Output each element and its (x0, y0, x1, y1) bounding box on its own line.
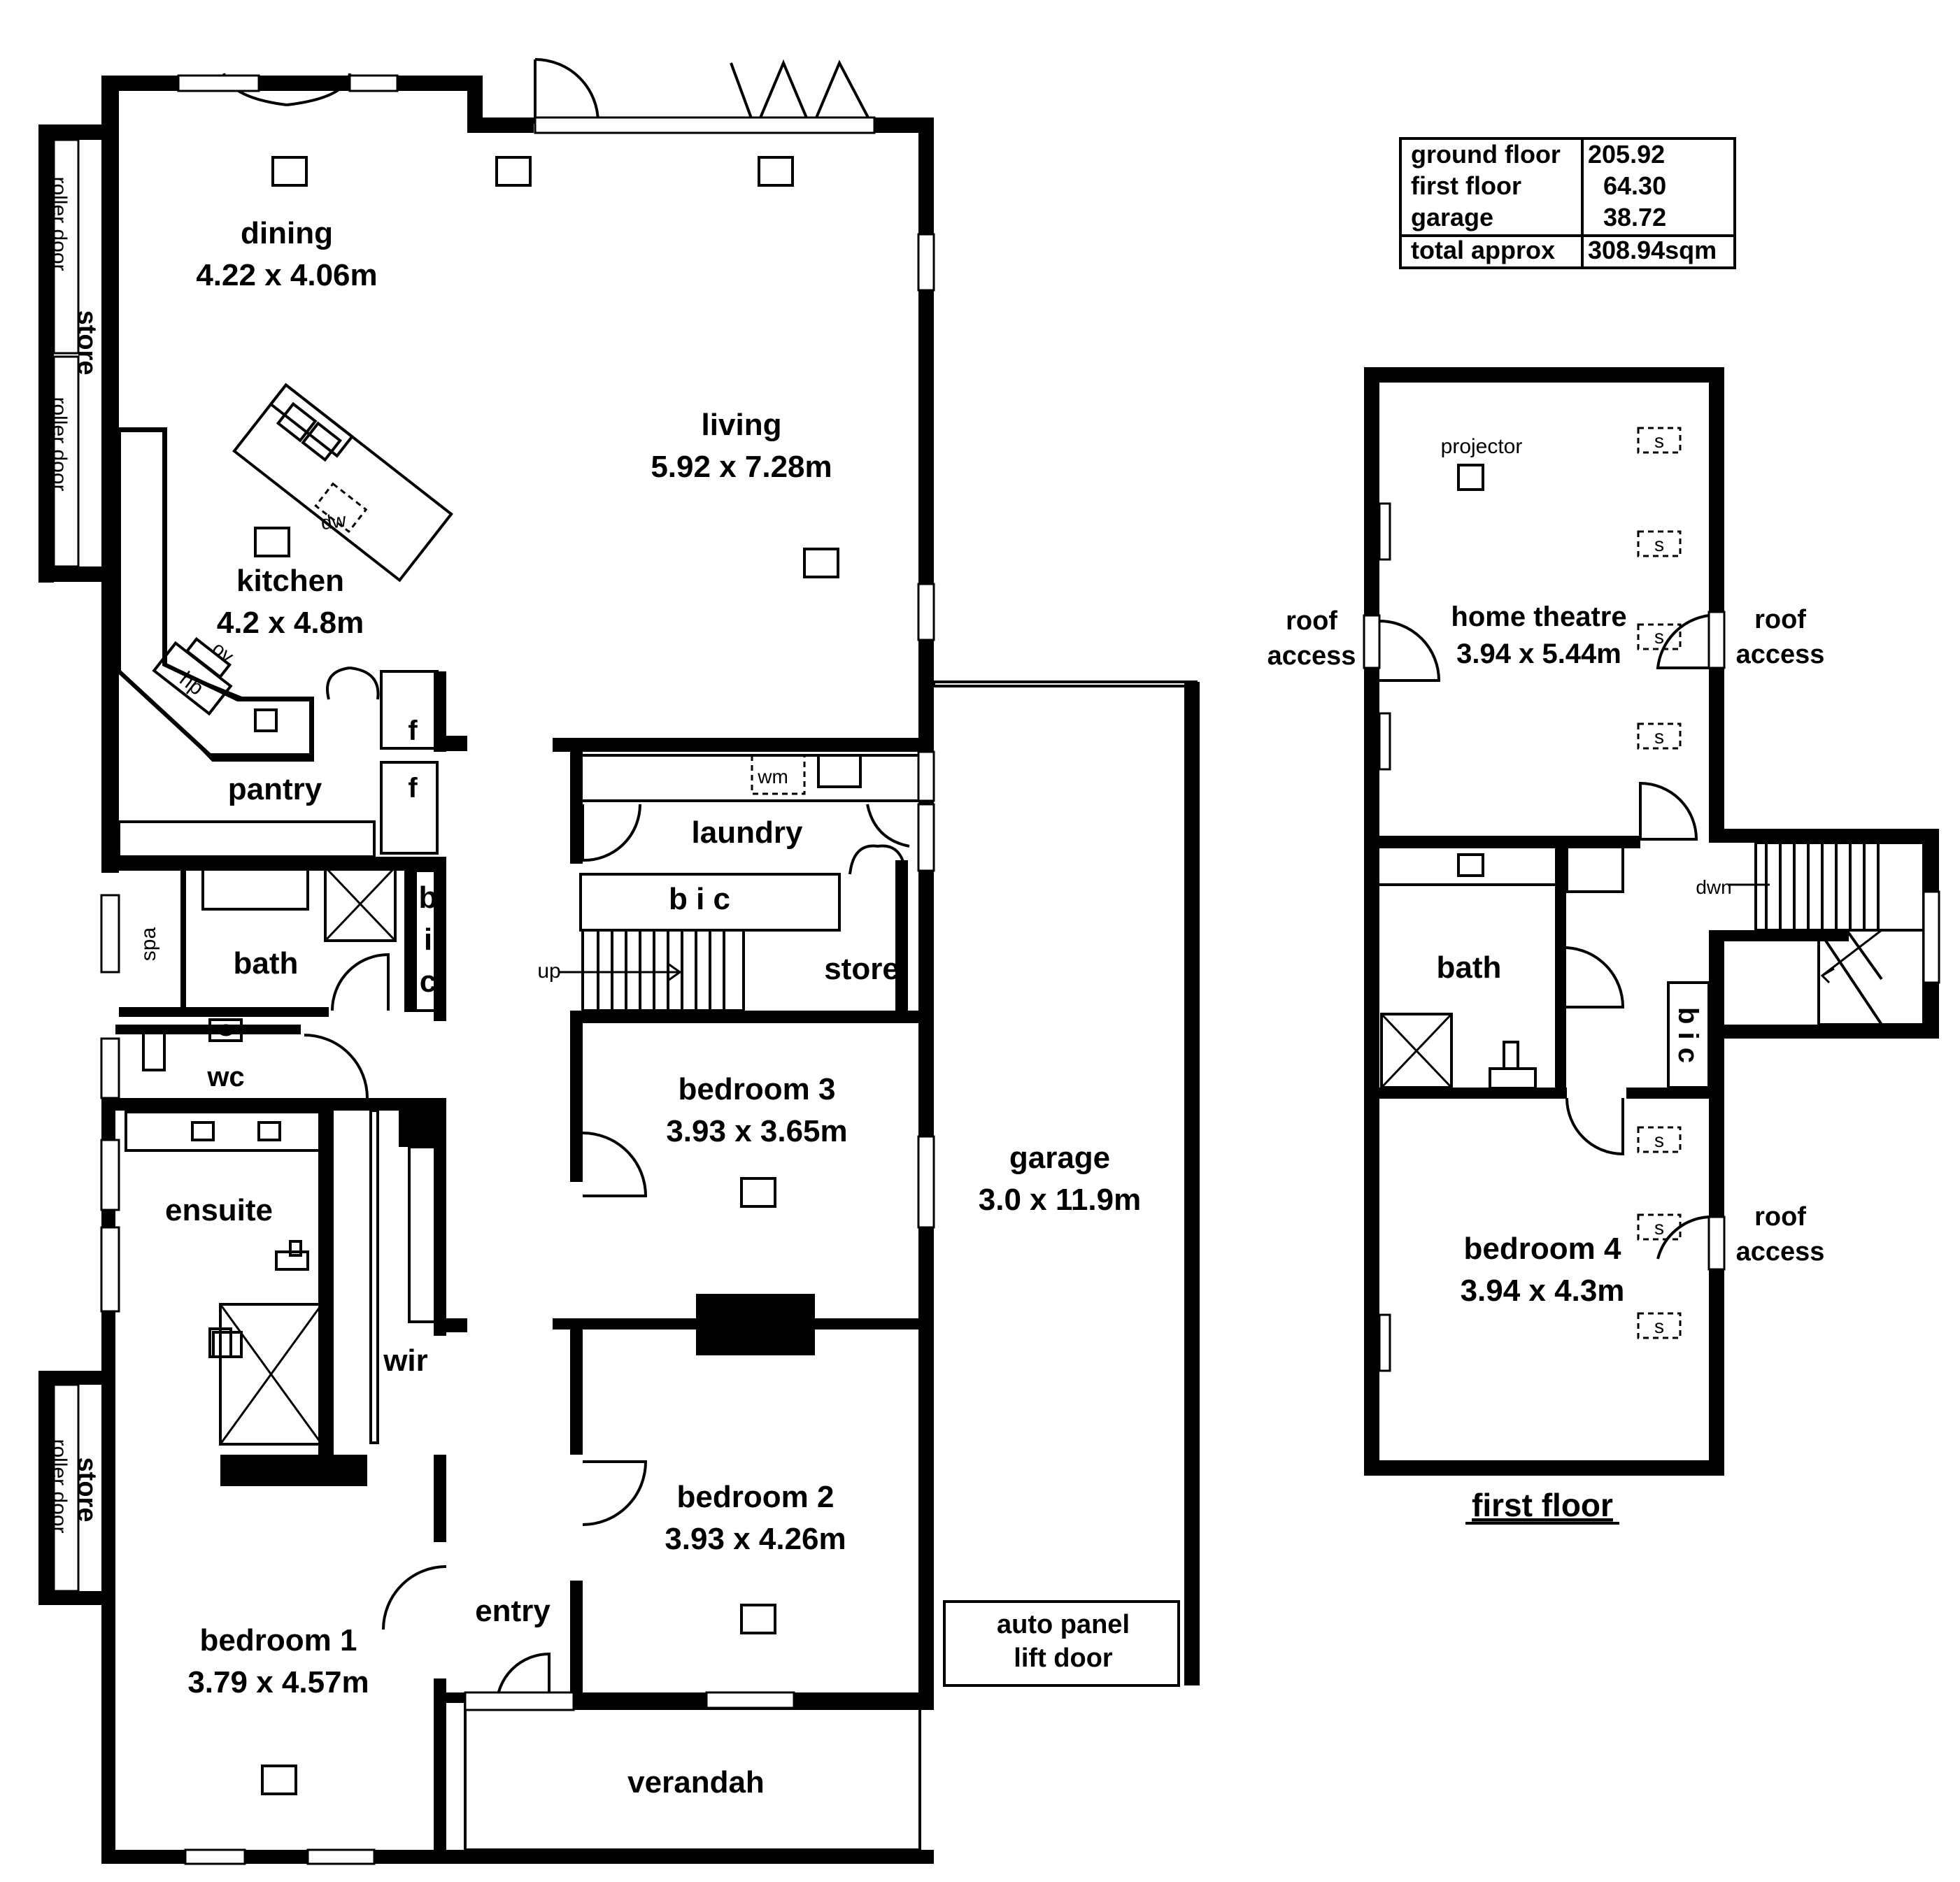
room-labels: dining 4.22 x 4.06m living 5.92 x 7.28m … (48, 140, 1824, 1799)
bedroom4-label: bedroom 4 (1464, 1232, 1621, 1266)
wm-label: wm (757, 766, 788, 787)
fridge-f-2: f (408, 773, 418, 804)
garage-label: garage (1009, 1141, 1110, 1175)
roller-door-3: roller door (48, 1439, 71, 1533)
spa-label: spa (137, 927, 160, 962)
bedroom3-label: bedroom 3 (679, 1072, 836, 1106)
roof-access-right-1: roof (1754, 605, 1806, 634)
speakers: s s s s s s s (1637, 427, 1682, 1339)
home-theatre-label: home theatre (1451, 601, 1626, 632)
roof-access-right-2: access (1736, 640, 1825, 669)
area-row-3-label: garage (1411, 203, 1493, 231)
roller-door-2: roller door (48, 397, 71, 491)
stairs-first (1728, 841, 1925, 1026)
living-size: 5.92 x 7.28m (651, 450, 832, 484)
projector-label: projector (1441, 435, 1523, 458)
bic-c: c (420, 964, 436, 999)
stairs-ground (560, 929, 745, 1012)
wc-label: wc (206, 1062, 244, 1092)
bedroom1-label: bedroom 1 (200, 1623, 357, 1658)
roof-access-left-2: access (1267, 641, 1356, 671)
store-label: store (824, 952, 900, 986)
area-row-3-value: 38.72 (1603, 203, 1666, 231)
bedroom4-size: 3.94 x 4.3m (1461, 1274, 1625, 1308)
entry-label: entry (475, 1594, 551, 1628)
area-row-2-value: 64.30 (1603, 171, 1666, 200)
auto-panel-label: auto panel (997, 1610, 1130, 1639)
store-left-upper: store (72, 311, 101, 376)
bic-i: i (424, 922, 432, 957)
upper-bic: b i c (1673, 1007, 1703, 1063)
ov-label: ov (208, 637, 238, 667)
roller-door-1: roller door (48, 176, 71, 271)
dw-label: dw (320, 509, 348, 534)
verandah-label: verandah (627, 1765, 765, 1799)
first-floor-title: first floor (1472, 1487, 1613, 1523)
bedroom2-size: 3.93 x 4.26m (665, 1522, 846, 1556)
speaker-6: s (1654, 1217, 1664, 1239)
bath-upper-label: bath (1437, 950, 1502, 985)
bedroom3-size: 3.93 x 3.65m (666, 1114, 847, 1148)
kitchen-label: kitchen (236, 564, 344, 598)
area-table: ground floor 205.92 first floor 64.30 ga… (1411, 140, 1717, 264)
dining-label: dining (241, 216, 333, 250)
area-row-1-label: ground floor (1411, 140, 1561, 169)
laundry-label: laundry (692, 815, 803, 850)
ground-floor-walls (38, 58, 1200, 1865)
store-left-lower: store (72, 1457, 101, 1523)
bedroom1-size: 3.79 x 4.57m (187, 1665, 369, 1699)
bath-label: bath (234, 946, 299, 981)
bedroom2-label: bedroom 2 (677, 1480, 835, 1514)
roof-access-left-1: roof (1286, 606, 1337, 636)
laundry-bic: b i c (669, 882, 730, 916)
ensuite-label: ensuite (165, 1193, 273, 1227)
bic-b: b (419, 881, 438, 915)
living-label: living (702, 408, 782, 442)
wir-label: wir (383, 1343, 428, 1378)
fridge-f-1: f (408, 715, 418, 746)
speaker-2: s (1654, 534, 1664, 555)
kitchen-size: 4.2 x 4.8m (217, 606, 364, 640)
pantry-label: pantry (228, 772, 322, 806)
garage-size: 3.0 x 11.9m (979, 1183, 1141, 1217)
speaker-4: s (1654, 726, 1664, 748)
area-row-4-value: 308.94sqm (1588, 236, 1717, 264)
lift-door-label: lift door (1014, 1644, 1113, 1673)
home-theatre-size: 3.94 x 5.44m (1456, 639, 1621, 669)
area-row-2-label: first floor (1411, 171, 1521, 200)
area-row-1-value: 205.92 (1588, 140, 1665, 169)
area-row-4-label: total approx (1411, 236, 1555, 264)
roof-access-lower-2: access (1736, 1237, 1825, 1267)
up-label: up (537, 960, 560, 983)
vents (212, 156, 839, 1795)
dwn-label: dwn (1696, 876, 1731, 898)
speaker-3: s (1654, 626, 1664, 648)
roof-access-lower-1: roof (1754, 1202, 1806, 1232)
speaker-1: s (1654, 430, 1664, 452)
dining-size: 4.22 x 4.06m (196, 258, 377, 292)
first-floor-walls (1363, 137, 1940, 1476)
speaker-5: s (1654, 1129, 1664, 1151)
speaker-7: s (1654, 1316, 1664, 1337)
